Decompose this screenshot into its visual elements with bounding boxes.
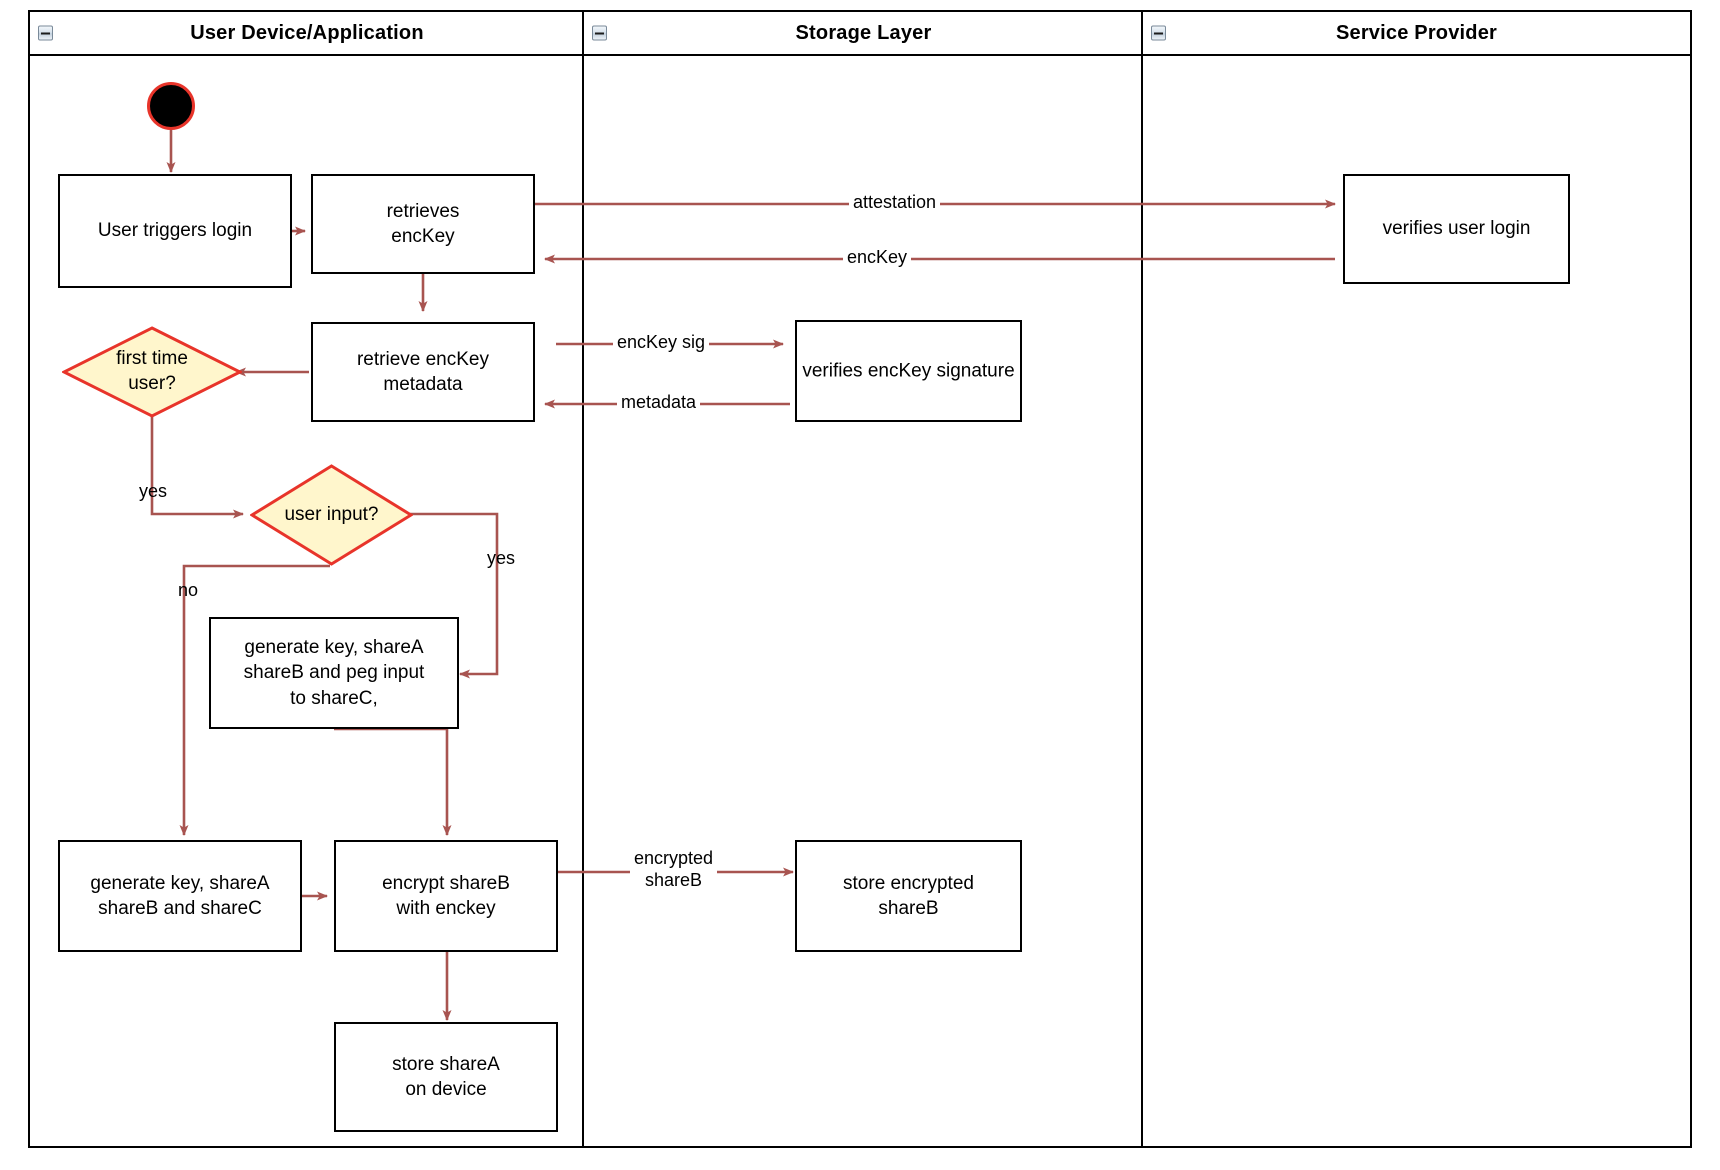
node-label: first time user?: [62, 326, 242, 418]
edge-label-enckey: encKey: [843, 247, 912, 269]
node-line: retrieve encKey: [356, 348, 489, 370]
node-generate-peg-input[interactable]: generate key, shareA shareB and peg inpu…: [209, 617, 459, 729]
edge-label-enckey-sig: encKey sig: [613, 332, 710, 354]
edge-label-firsttime-yes: yes: [139, 481, 168, 501]
edge-label-line: encrypted: [634, 848, 714, 868]
swimlane-pool: User Device/Application Storage Layer Se…: [28, 10, 1692, 1148]
node-store-sharea-on-device[interactable]: store shareA on device: [334, 1022, 558, 1132]
node-line: verifies user login: [1382, 218, 1531, 240]
node-line: on device: [405, 1079, 487, 1100]
node-first-time-user[interactable]: first time user?: [62, 326, 242, 418]
node-line: store encrypted: [843, 872, 974, 894]
node-line: shareB and peg input: [243, 662, 425, 684]
lane-title-service-provider: Service Provider: [1335, 21, 1498, 44]
node-store-encrypted-shareb[interactable]: store encrypted shareB: [795, 840, 1022, 952]
minus-box-icon[interactable]: [38, 25, 53, 41]
node-line: shareB: [878, 898, 939, 919]
node-line: user?: [128, 373, 176, 394]
edge-label-attestation: attestation: [849, 192, 941, 214]
node-line: retrieves: [386, 200, 460, 222]
edge-label-line: shareB: [645, 869, 703, 890]
lane-header-user-device[interactable]: User Device/Application: [30, 12, 584, 54]
lane-divider-1: [582, 12, 584, 1146]
node-verifies-enckey-signature[interactable]: verifies encKey signature: [795, 320, 1022, 422]
lane-title-storage-layer: Storage Layer: [795, 21, 932, 44]
node-label: user input?: [250, 464, 413, 566]
node-line: store shareA: [392, 1053, 500, 1075]
node-user-input[interactable]: user input?: [250, 464, 413, 566]
node-line: with enckey: [396, 898, 496, 919]
lane-header-service-provider[interactable]: Service Provider: [1143, 12, 1690, 54]
diamond-icon: [250, 464, 413, 566]
node-line: first time: [116, 348, 188, 370]
node-user-triggers-login[interactable]: User triggers login: [58, 174, 292, 288]
initial-node[interactable]: [147, 82, 195, 130]
node-line: verifies encKey signature: [802, 360, 1015, 382]
lane-divider-2: [1141, 12, 1143, 1146]
node-line: to shareC,: [290, 687, 378, 709]
node-line: user input?: [284, 503, 379, 525]
edge-label-userinput-yes: yes: [487, 548, 516, 568]
node-line: generate key, shareA: [90, 872, 270, 894]
node-line: shareB and shareC: [98, 898, 262, 919]
lane-header-storage-layer[interactable]: Storage Layer: [584, 12, 1143, 54]
edge-label-encrypted-shareb: encrypted shareB: [630, 848, 718, 892]
edge-label-metadata: metadata: [617, 392, 701, 414]
minus-box-icon[interactable]: [1151, 25, 1166, 41]
lane-title-user-device: User Device/Application: [190, 21, 424, 44]
node-line: encKey: [391, 226, 455, 247]
minus-box-icon[interactable]: [592, 25, 607, 41]
node-line: generate key, shareA: [244, 637, 424, 659]
edge-label-userinput-no: no: [178, 580, 199, 600]
node-verifies-user-login[interactable]: verifies user login: [1343, 174, 1570, 284]
node-line: encrypt shareB: [382, 872, 510, 894]
lane-header-row: User Device/Application Storage Layer Se…: [30, 12, 1690, 56]
node-encrypt-shareb[interactable]: encrypt shareB with enckey: [334, 840, 558, 952]
node-line: User triggers login: [97, 220, 253, 242]
node-line: metadata: [383, 374, 463, 395]
node-retrieves-enckey[interactable]: retrieves encKey: [311, 174, 535, 274]
node-generate-key-shares[interactable]: generate key, shareA shareB and shareC: [58, 840, 302, 952]
node-retrieve-enckey-metadata[interactable]: retrieve encKey metadata: [311, 322, 535, 422]
